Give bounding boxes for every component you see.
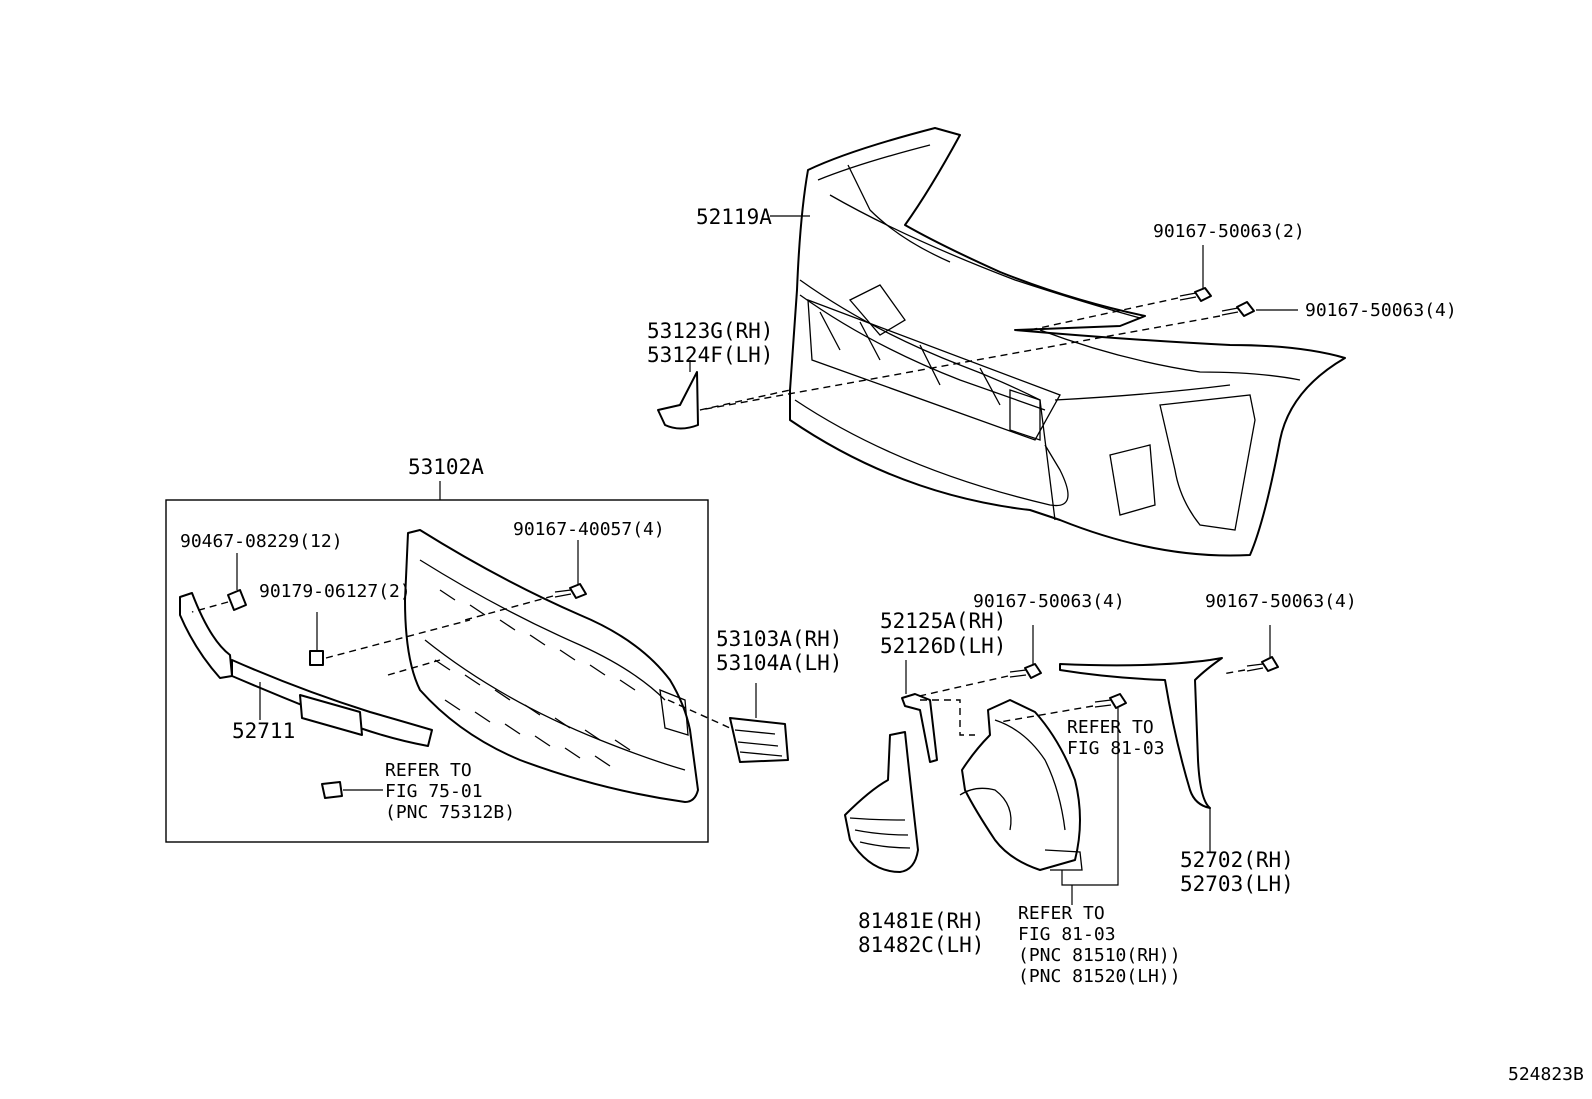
label-garnish-rh: 52702(RH): [1180, 848, 1294, 872]
label-refer-81-l1: REFER TO: [1067, 717, 1154, 738]
bolt-grille-drawing: [464, 540, 587, 621]
label-bolt-mid: 90167-50063(4): [973, 591, 1125, 612]
label-refer-bottom-l2: FIG 81-03: [1018, 924, 1116, 945]
label-lamp-cover-lh: 81482C(LH): [858, 933, 984, 957]
bracket-drawing: [667, 683, 789, 763]
label-retainer-lh: 52126D(LH): [880, 634, 1006, 658]
grille-assembly-frame: [165, 499, 709, 843]
label-seal-lh: 53124F(LH): [647, 343, 773, 367]
label-bracket-rh: 53103A(RH): [716, 627, 842, 651]
label-retainer-rh: 52125A(RH): [880, 609, 1006, 633]
spoiler-drawing: [179, 592, 433, 747]
bumper-cover-drawing: [789, 127, 1346, 557]
label-bolt-right: 90167-50063(4): [1205, 591, 1357, 612]
label-refer-75-l2: FIG 75-01: [385, 781, 483, 802]
label-garnish-lh: 52703(LH): [1180, 872, 1294, 896]
label-refer-bottom-l4: (PNC 81520(LH)): [1018, 966, 1181, 987]
garnish-drawing: [1059, 657, 1223, 852]
fog-lamp-drawing: [959, 699, 1083, 871]
seal-drawing: [657, 360, 791, 430]
bolt-mid-drawing: [914, 625, 1042, 698]
label-refer-bottom-l3: (PNC 81510(RH)): [1018, 945, 1181, 966]
label-lamp-cover-rh: 81481E(RH): [858, 909, 984, 933]
bolt-lamp-drawing: [999, 693, 1127, 886]
clip-drawing: [191, 553, 247, 613]
bolt-right-drawing: [1221, 625, 1279, 675]
label-bolt-grille: 90167-40057(4): [513, 519, 665, 540]
refer-75-part-drawing: [321, 781, 383, 799]
label-bolt-top-1: 90167-50063(2): [1153, 221, 1305, 242]
lamp-cover-drawing: [844, 731, 919, 873]
label-bolt-top-2: 90167-50063(4): [1305, 300, 1457, 321]
label-spoiler: 52711: [232, 719, 295, 743]
bolt-top-1-drawing: [1029, 245, 1212, 331]
nut-clip-drawing: [309, 612, 471, 676]
label-bracket-lh: 53104A(LH): [716, 651, 842, 675]
grille-drawing: [404, 529, 699, 803]
label-refer-bottom-l1: REFER TO: [1018, 903, 1105, 924]
label-clip: 90467-08229(12): [180, 531, 343, 552]
label-nut-clip: 90179-06127(2): [259, 581, 411, 602]
label-refer-75-l3: (PNC 75312B): [385, 802, 515, 823]
bolt-top-2-drawing: [699, 301, 1298, 411]
label-refer-81-l2: FIG 81-03: [1067, 738, 1165, 759]
label-refer-75-l1: REFER TO: [385, 760, 472, 781]
figure-id: 524823B: [1508, 1064, 1584, 1085]
label-grille-assembly: 53102A: [408, 455, 484, 479]
label-bumper-cover: 52119A: [696, 205, 772, 229]
retainer-drawing: [901, 660, 975, 763]
label-seal-rh: 53123G(RH): [647, 319, 773, 343]
